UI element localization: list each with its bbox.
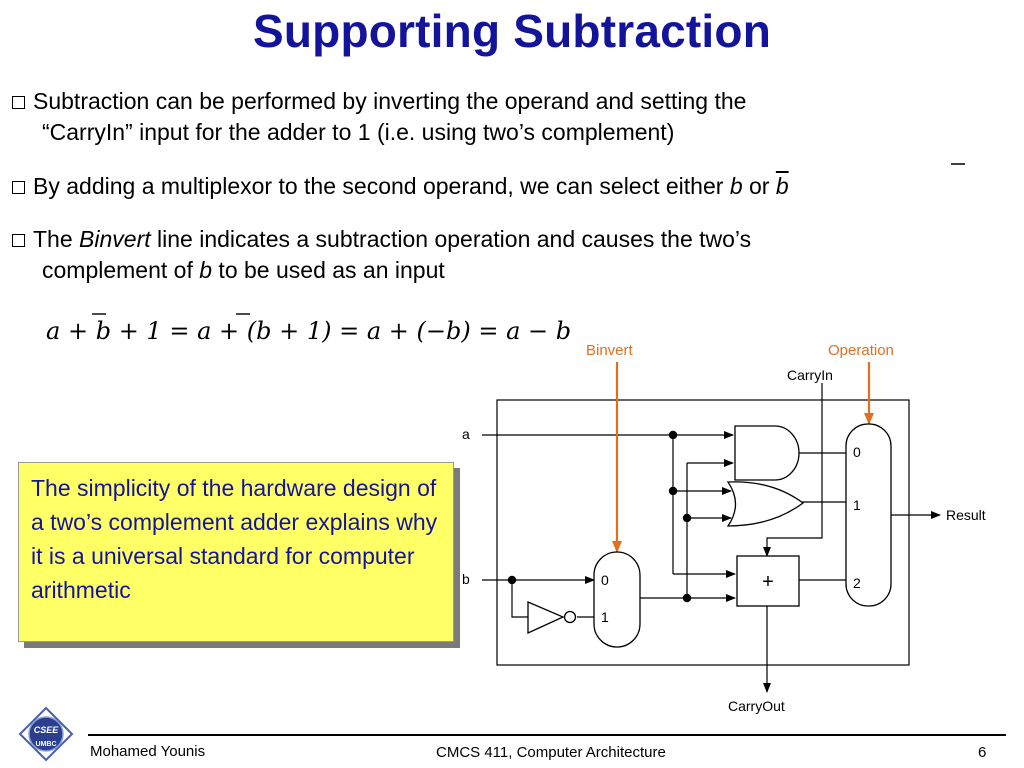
bullet-3-line-2-var: b	[199, 257, 213, 283]
bullet-2-text: By adding a multiplexor to the second op…	[33, 173, 730, 199]
inverter-bubble	[563, 610, 577, 624]
adder-box	[736, 555, 800, 607]
bullet-3-line-2-post: to be used as an input	[212, 257, 445, 283]
svg-text:a + b + 1 = a + (b + 1) = a +: a + b + 1 = a + (b + 1) = a + (−b) = a −…	[46, 317, 571, 345]
input-a-label: a	[462, 426, 470, 442]
bullet-3-line-2-pre: complement of	[42, 257, 200, 283]
equation-part-5: + 1) = a + (−b) = a − b	[271, 317, 571, 345]
slide-title: Supporting Subtraction	[252, 5, 771, 57]
operation-label: Operation	[828, 342, 894, 359]
and-gate	[734, 425, 800, 481]
bullet-2-var-b-bar: b	[775, 173, 789, 199]
bullet-3-binvert: Binvert	[79, 226, 151, 252]
result-mux	[845, 423, 892, 607]
bullet-3: The Binvert line indicates a subtraction…	[12, 224, 1012, 286]
binvert-mux-in1: 1	[601, 609, 609, 625]
adder-plus-label: +	[762, 571, 774, 593]
checkbox-bullet-icon	[12, 96, 25, 109]
callout-box: The simplicity of the hardware design of…	[18, 462, 454, 642]
footer-rule	[88, 734, 1006, 736]
footer-page-number: 6	[978, 744, 987, 761]
cse-umbc-logo-icon: CSEE UMBC	[18, 706, 74, 762]
bullet-2: By adding a multiplexor to the second op…	[12, 171, 1012, 202]
result-mux-in1: 1	[853, 497, 861, 513]
bullet-1: Subtraction can be performed by invertin…	[12, 86, 1012, 148]
input-b-label: b	[462, 571, 470, 587]
equation-b-bar-2: b	[256, 317, 271, 345]
footer-author: Mohamed Younis	[90, 743, 206, 760]
equation-b-bar-1: b	[96, 317, 111, 345]
equation-part-1: a +	[46, 317, 96, 345]
binvert-label: Binvert	[586, 342, 634, 359]
bullet-3-pre: The	[33, 226, 80, 252]
equation: a + b + 1 = a + (b + 1) = a + (−b) = a −…	[46, 313, 571, 345]
logo-text-top: CSEE	[34, 725, 60, 735]
checkbox-bullet-icon	[12, 234, 25, 247]
junction-dot	[668, 430, 678, 440]
bullet-1-line-1: Subtraction can be performed by invertin…	[33, 88, 747, 114]
binvert-mux-in0: 0	[601, 572, 609, 588]
carryout-label: CarryOut	[728, 698, 785, 714]
junction-dot	[507, 575, 517, 585]
junction-dot	[668, 486, 678, 496]
bullet-1-line-2: “CarryIn” input for the adder to 1 (i.e.…	[42, 119, 675, 145]
footer-course: CMCS 411, Computer Architecture	[436, 744, 666, 761]
wire-b-to-inverter	[511, 580, 528, 618]
carryin-label: CarryIn	[787, 367, 833, 383]
alu-boundary	[496, 399, 910, 666]
bullet-2-var-b: b	[729, 173, 743, 199]
bullet-2-or: or	[742, 173, 776, 199]
equation-part-3: + 1 = a + (	[111, 317, 257, 345]
or-gate	[726, 481, 805, 527]
junction-dot	[682, 593, 692, 603]
result-mux-in2: 2	[853, 575, 861, 591]
inverter-triangle	[527, 601, 565, 635]
junction-dots	[507, 430, 692, 603]
junction-dot	[682, 513, 692, 523]
wire-carryin	[763, 383, 823, 557]
result-mux-in0: 0	[853, 444, 861, 460]
result-label: Result	[946, 507, 986, 523]
checkbox-bullet-icon	[12, 181, 25, 194]
bullet-3-post: line indicates a subtraction operation a…	[150, 226, 752, 252]
logo-text-bottom: UMBC	[36, 741, 57, 748]
binvert-mux	[593, 551, 641, 648]
